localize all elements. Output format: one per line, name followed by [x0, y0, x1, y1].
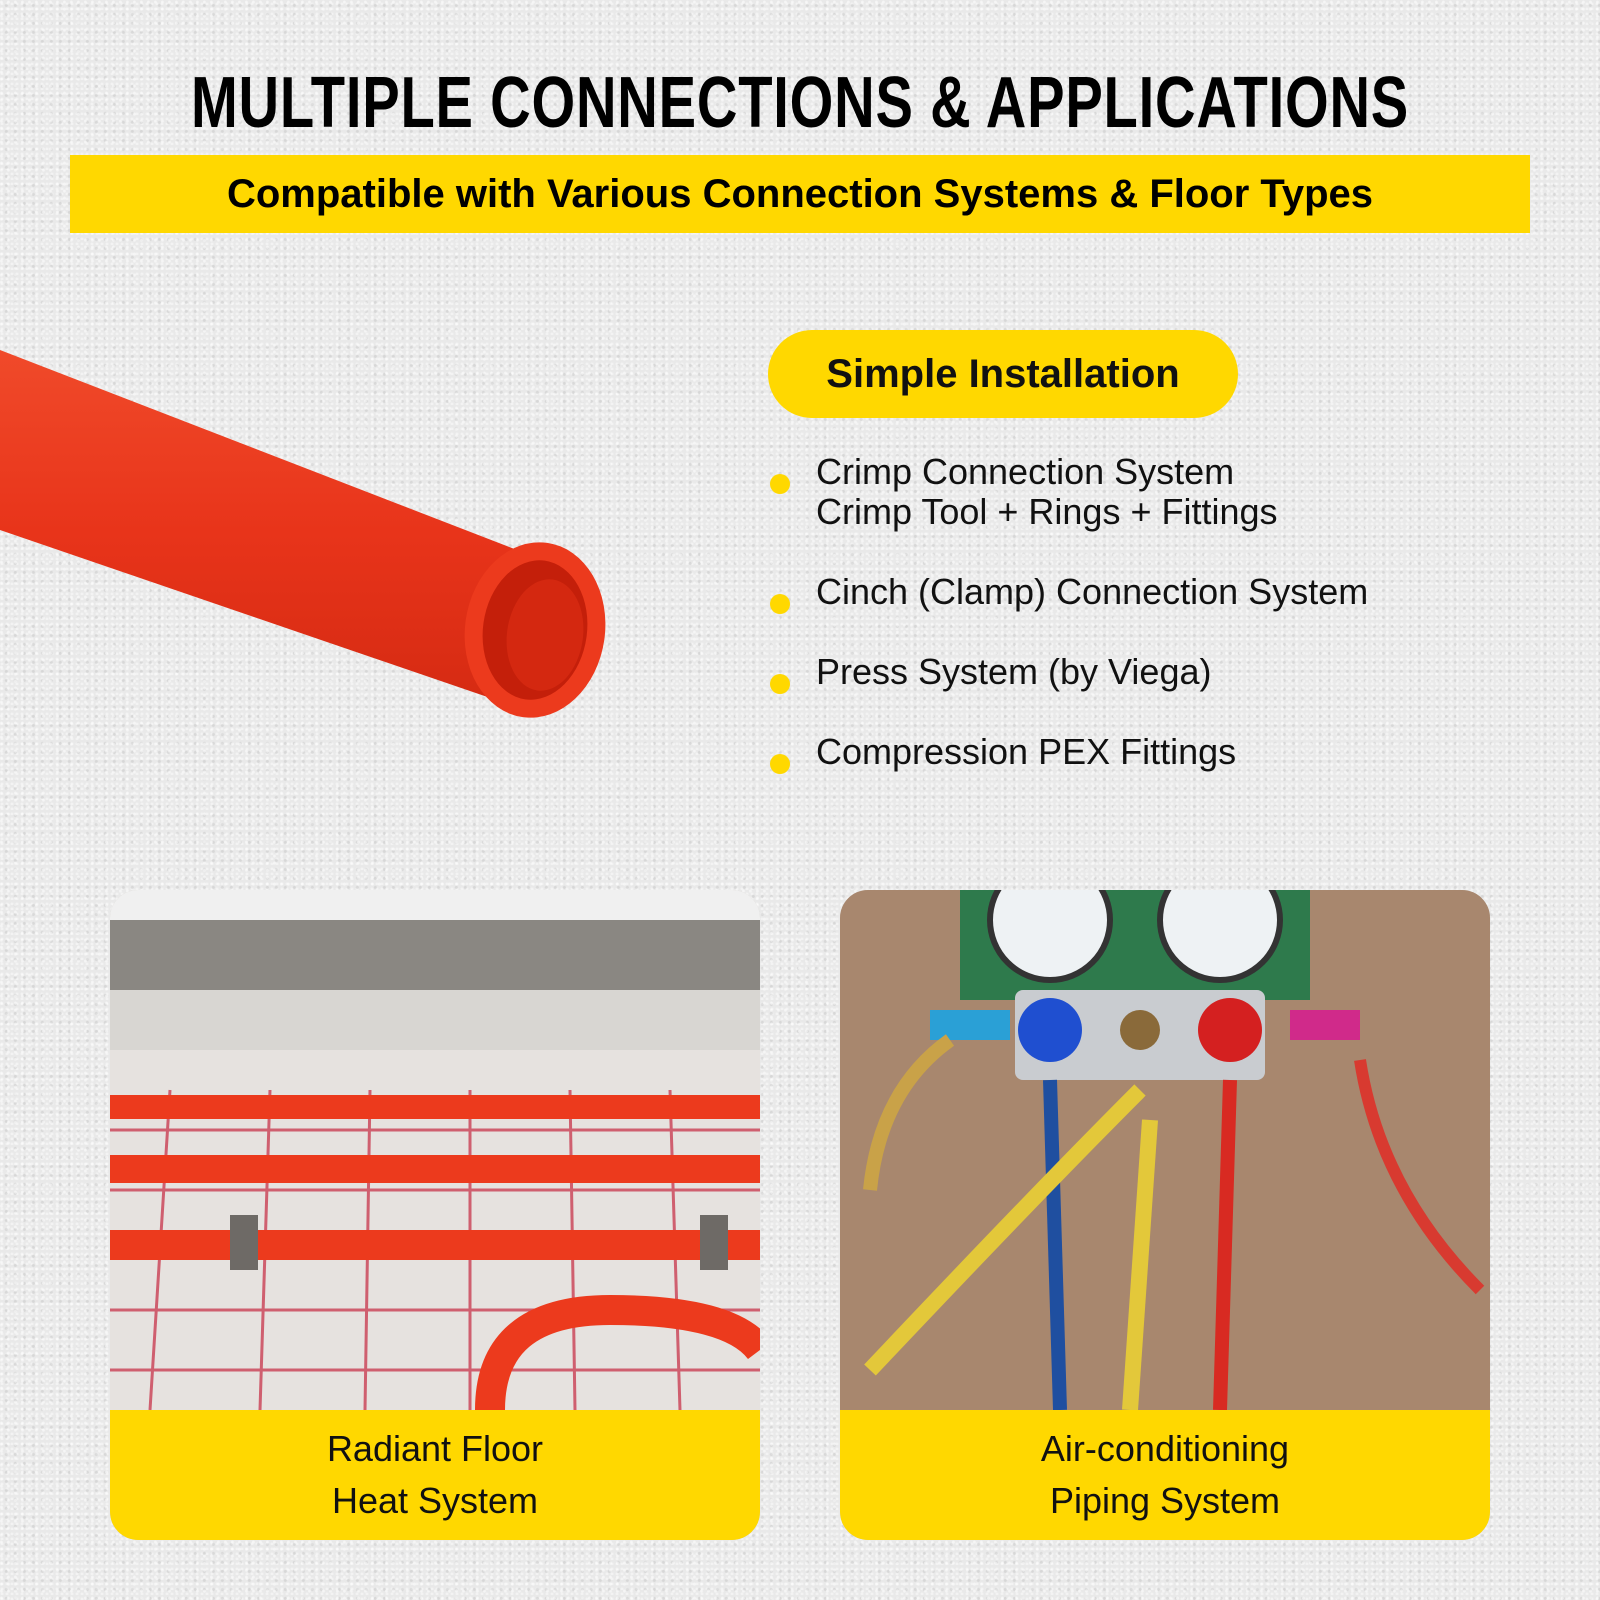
bullet-icon: [770, 474, 790, 494]
heading-text: Simple Installation: [826, 351, 1180, 396]
list-item: Press System (by Viega): [770, 652, 1570, 732]
item-text: Press System (by Viega): [816, 651, 1212, 692]
item-text: Crimp Connection System: [816, 451, 1235, 492]
list-item: Compression PEX Fittings: [770, 732, 1570, 812]
page-title: MULTIPLE CONNECTIONS & APPLICATIONS: [190, 63, 1410, 143]
list-item: Crimp Connection System Crimp Tool + Rin…: [770, 452, 1570, 572]
simple-installation-heading: Simple Installation: [768, 330, 1238, 418]
caption-line-1: Air-conditioning: [1040, 1428, 1290, 1469]
item-subtext: Crimp Tool + Rings + Fittings: [816, 491, 1278, 532]
caption-line-1: Radiant Floor: [326, 1428, 544, 1469]
item-text: Cinch (Clamp) Connection System: [816, 571, 1369, 612]
caption-line-2: Heat System: [331, 1480, 539, 1521]
ac-manifold-gauge-photo: [840, 890, 1490, 1410]
card-caption: Air-conditioning Piping System: [840, 1410, 1490, 1540]
subtitle-banner: Compatible with Various Connection Syste…: [70, 155, 1530, 233]
bullet-icon: [770, 754, 790, 774]
list-item: Cinch (Clamp) Connection System: [770, 572, 1570, 652]
red-pex-pipe-image: [0, 350, 606, 718]
item-text: Compression PEX Fittings: [816, 731, 1237, 772]
bullet-icon: [770, 674, 790, 694]
card-caption: Radiant Floor Heat System: [110, 1410, 760, 1540]
subtitle-text: Compatible with Various Connection Syste…: [226, 171, 1374, 216]
caption-line-2: Piping System: [1049, 1480, 1281, 1521]
radiant-floor-photo: [110, 890, 760, 1410]
connection-systems-list: Crimp Connection System Crimp Tool + Rin…: [770, 452, 1570, 812]
application-card-air-conditioning: Air-conditioning Piping System: [840, 890, 1490, 1540]
application-card-radiant-floor: Radiant Floor Heat System: [110, 890, 760, 1540]
bullet-icon: [770, 594, 790, 614]
